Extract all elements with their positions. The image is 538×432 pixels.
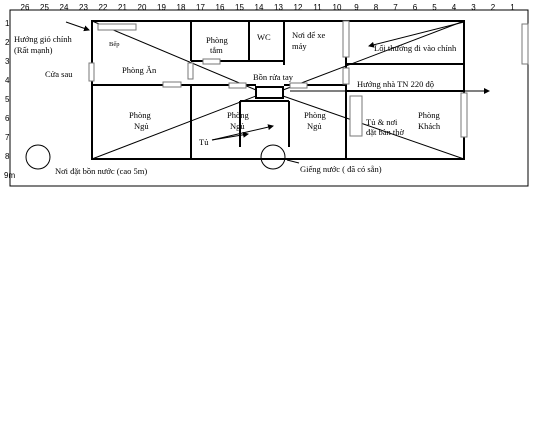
top-axis-tick: 8 bbox=[374, 3, 379, 12]
left-axis-tick: 9m bbox=[4, 171, 15, 180]
door-main bbox=[460, 92, 468, 138]
bedroom-left-label-line2: Ngủ bbox=[134, 121, 149, 131]
door-bedroom-mid bbox=[228, 82, 247, 89]
bathroom-label-line1: Phòng bbox=[206, 35, 228, 45]
top-axis-tick: 23 bbox=[79, 3, 88, 12]
diagonal-line bbox=[282, 95, 465, 160]
entrance-label: Lối thường đi vào chính bbox=[374, 43, 457, 53]
dining-room-label: Phòng Ăn bbox=[122, 65, 157, 75]
house-direction-label: Hướng nhà TN 220 độ bbox=[357, 79, 434, 89]
door-kitchen bbox=[97, 23, 137, 31]
top-axis-tick: 4 bbox=[452, 3, 457, 12]
wash-basin-label: Bồn rửa tay bbox=[253, 72, 294, 82]
altar-cabinet bbox=[349, 95, 363, 137]
water-tank-label: Nơi đặt bồn nước (cao 5m) bbox=[55, 166, 147, 176]
living-room-label-line1: Phòng bbox=[418, 110, 440, 120]
door-back bbox=[88, 62, 95, 82]
top-axis-tick: 11 bbox=[313, 3, 322, 12]
wind-arrow bbox=[65, 21, 90, 32]
top-axis-tick: 26 bbox=[21, 3, 30, 12]
top-axis-tick: 18 bbox=[177, 3, 186, 12]
bedroom-mid-label-line1: Phòng bbox=[227, 110, 249, 120]
well-pointer bbox=[286, 159, 300, 164]
door-bedroom-left bbox=[162, 81, 182, 88]
top-axis-tick: 6 bbox=[413, 3, 418, 12]
top-axis-tick: 24 bbox=[60, 3, 69, 12]
left-axis-tick: 3 bbox=[5, 57, 10, 66]
kitchen-label: Bếp bbox=[109, 41, 119, 48]
well-circle bbox=[260, 144, 286, 170]
bedroom-right-label-line1: Phòng bbox=[304, 110, 326, 120]
motorbike-label-line2: máy bbox=[292, 41, 307, 51]
left-axis-tick: 1 bbox=[5, 19, 10, 28]
entrance-arrow bbox=[368, 21, 465, 48]
left-axis-tick: 2 bbox=[5, 38, 10, 47]
left-axis: 1 2 3 4 5 6 7 8 9m bbox=[4, 19, 15, 180]
motorbike-label-line1: Nơi để xe bbox=[292, 30, 326, 40]
gate bbox=[521, 23, 529, 65]
left-axis-tick: 5 bbox=[5, 95, 10, 104]
lot-boundary bbox=[9, 9, 529, 187]
door-bathroom bbox=[202, 58, 221, 65]
wind-label-line1: Hướng gió chính bbox=[14, 34, 72, 44]
diagonal-line bbox=[91, 95, 257, 160]
bedroom-left-label-line1: Phòng bbox=[129, 110, 151, 120]
top-axis-tick: 14 bbox=[255, 3, 264, 12]
top-axis-tick: 3 bbox=[471, 3, 476, 12]
living-room-label-line2: Khách bbox=[418, 121, 441, 131]
well-label: Giếng nước ( đã có sẵn) bbox=[300, 164, 382, 174]
diagonal-line bbox=[282, 20, 465, 91]
top-axis-tick: 20 bbox=[138, 3, 147, 12]
top-axis-tick: 19 bbox=[157, 3, 166, 12]
altar-label-line1: Tủ & nơi bbox=[366, 117, 398, 127]
top-axis-tick: 21 bbox=[118, 3, 127, 12]
top-axis-tick: 22 bbox=[99, 3, 108, 12]
top-axis-tick: 15 bbox=[235, 3, 244, 12]
top-axis-tick: 1 bbox=[510, 3, 515, 12]
bedroom-mid-label-line2: Ngủ bbox=[230, 121, 245, 131]
bedroom-right-label-line2: Ngủ bbox=[307, 121, 322, 131]
wind-label-line2: (Rất mạnh) bbox=[14, 45, 53, 55]
top-axis-tick: 17 bbox=[196, 3, 205, 12]
cabinet-arrow-2 bbox=[211, 124, 274, 141]
wash-basin bbox=[255, 86, 284, 99]
left-axis-tick: 4 bbox=[5, 76, 10, 85]
top-axis-tick: 25 bbox=[40, 3, 49, 12]
top-axis-tick: 16 bbox=[216, 3, 225, 12]
top-axis-tick: 12 bbox=[294, 3, 303, 12]
wc-label: WC bbox=[257, 32, 271, 42]
top-axis-tick: 2 bbox=[491, 3, 496, 12]
left-axis-tick: 7 bbox=[5, 133, 10, 142]
door-bedroom-right bbox=[289, 82, 308, 89]
cabinet-label: Tủ bbox=[199, 137, 209, 147]
left-axis-tick: 8 bbox=[5, 152, 10, 161]
water-tank-circle bbox=[25, 144, 51, 170]
door-living bbox=[342, 67, 350, 85]
altar-label-line2: đặt bàn thờ bbox=[366, 127, 405, 137]
left-axis-tick: 6 bbox=[5, 114, 10, 123]
back-door-label: Cửa sau bbox=[45, 69, 73, 79]
top-axis-tick: 13 bbox=[274, 3, 283, 12]
door-dining bbox=[187, 62, 194, 80]
top-axis-tick: 9 bbox=[354, 3, 359, 12]
door-motorbike bbox=[342, 20, 350, 58]
bathroom-label-line2: tắm bbox=[210, 45, 223, 55]
top-axis-tick: 5 bbox=[432, 3, 437, 12]
diagonal-line bbox=[91, 20, 257, 91]
top-axis-tick: 10 bbox=[333, 3, 342, 12]
top-axis-tick: 7 bbox=[393, 3, 398, 12]
